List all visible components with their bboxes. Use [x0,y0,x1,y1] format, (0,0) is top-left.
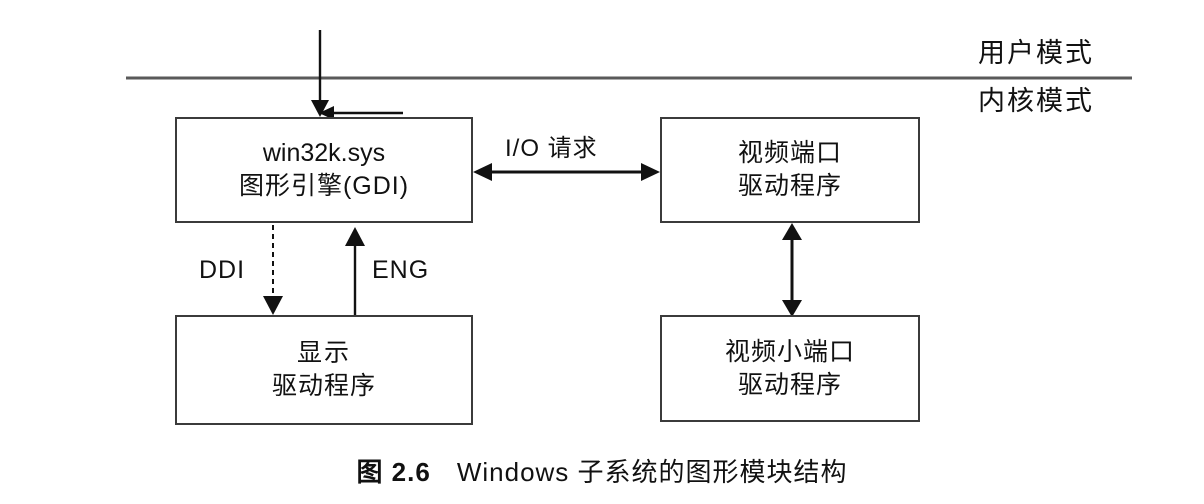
node-video-miniport-driver[interactable]: 视频小端口 驱动程序 [660,315,920,422]
user-mode-label: 用户模式 [978,38,1094,68]
node-win32k-graphics-engine[interactable]: win32k.sys 图形引擎(GDI) [175,117,473,223]
node-video-miniport-driver-line2: 驱动程序 [737,370,842,399]
node-win32k-line1: win32k.sys [262,139,386,167]
node-video-port-driver-line1: 视频端口 [737,139,842,167]
figure-caption: 图 2.6 Windows 子系统的图形模块结构 [0,452,1204,489]
node-win32k-line2: 图形引擎(GDI) [238,172,410,200]
kernel-mode-label: 内核模式 [978,86,1094,116]
node-display-driver-line1: 显示 [296,339,351,367]
node-video-port-driver[interactable]: 视频端口 驱动程序 [660,117,920,223]
figure-caption-number: 图 2.6 [356,457,431,487]
node-video-miniport-driver-line1: 视频小端口 [724,337,855,366]
ddi-label: DDI [199,256,246,284]
eng-label: ENG [372,256,430,284]
node-display-driver-line2: 驱动程序 [271,372,376,400]
node-video-port-driver-line2: 驱动程序 [737,172,842,200]
figure-caption-text: Windows 子系统的图形模块结构 [456,457,848,487]
io-request-label: I/O 请求 [505,135,598,162]
node-display-driver[interactable]: 显示 驱动程序 [175,315,473,425]
